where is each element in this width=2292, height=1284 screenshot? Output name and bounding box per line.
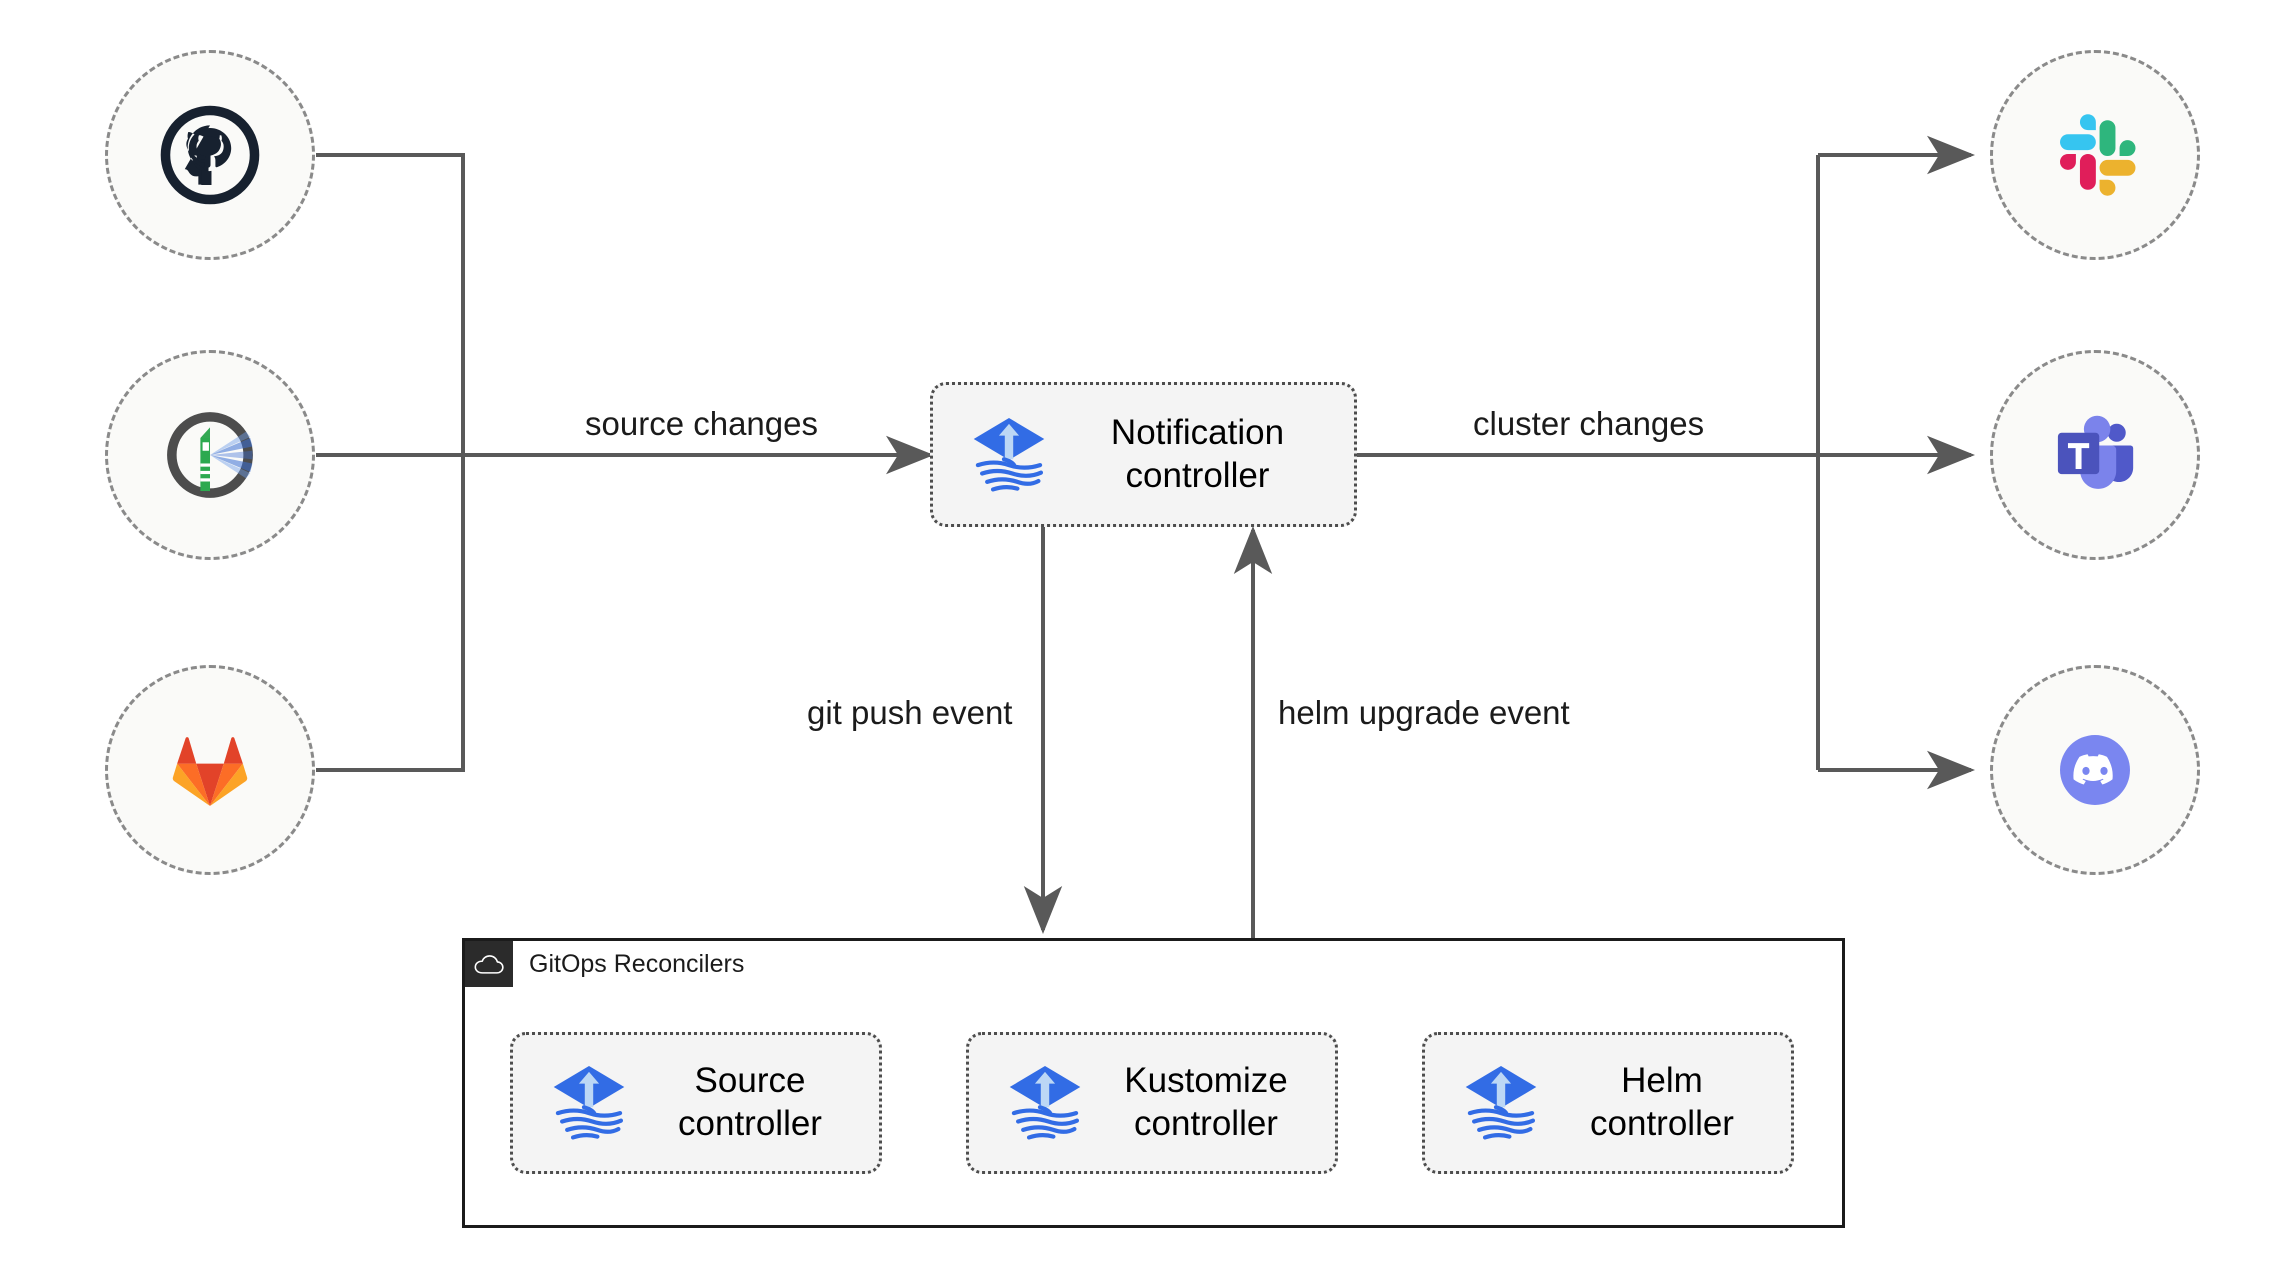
wire-github-to-trunk <box>316 153 465 455</box>
kustomize-controller-node[interactable]: Kustomize controller <box>966 1032 1338 1174</box>
kustomize-controller-label: Kustomize controller <box>1124 1061 1288 1143</box>
flux-icon <box>1465 1066 1537 1140</box>
source-node-gitlab[interactable] <box>105 665 315 875</box>
cloud-icon <box>474 954 504 974</box>
notification-controller-label: Notification controller <box>1110 412 1285 495</box>
slack-icon <box>2060 114 2136 196</box>
source-node-github[interactable] <box>105 50 315 260</box>
helm-controller-label: Helm controller <box>1590 1061 1734 1143</box>
edge-label-source-changes: source changes <box>575 403 828 446</box>
gitlab-icon <box>172 737 248 807</box>
github-icon <box>160 105 260 205</box>
source-controller-node[interactable]: Source controller <box>510 1032 882 1174</box>
container-badge <box>465 941 513 987</box>
destination-node-slack[interactable] <box>1990 50 2200 260</box>
source-node-flux-repo[interactable] <box>105 350 315 560</box>
wire-gitlab-to-trunk <box>316 455 465 772</box>
helm-controller-node[interactable]: Helm controller <box>1422 1032 1794 1174</box>
edge-label-cluster-changes: cluster changes <box>1463 403 1715 446</box>
edge-label-helm-upgrade-event: helm upgrade event <box>1268 692 1580 735</box>
source-controller-label: Source controller <box>678 1061 822 1143</box>
container-title: GitOps Reconcilers <box>529 949 745 978</box>
destination-node-teams[interactable] <box>1990 350 2200 560</box>
flux-icon <box>973 417 1045 492</box>
ms-teams-icon <box>2057 415 2134 489</box>
destination-node-discord[interactable] <box>1990 665 2200 875</box>
notification-controller-node[interactable]: Notification controller <box>930 382 1357 527</box>
container-titlebar: GitOps Reconcilers <box>465 941 744 987</box>
flux-icon <box>553 1066 625 1140</box>
lighthouse-icon <box>167 412 253 498</box>
flux-icon <box>1009 1066 1081 1140</box>
discord-icon <box>2060 735 2130 805</box>
edge-label-git-push-event: git push event <box>797 692 1023 735</box>
